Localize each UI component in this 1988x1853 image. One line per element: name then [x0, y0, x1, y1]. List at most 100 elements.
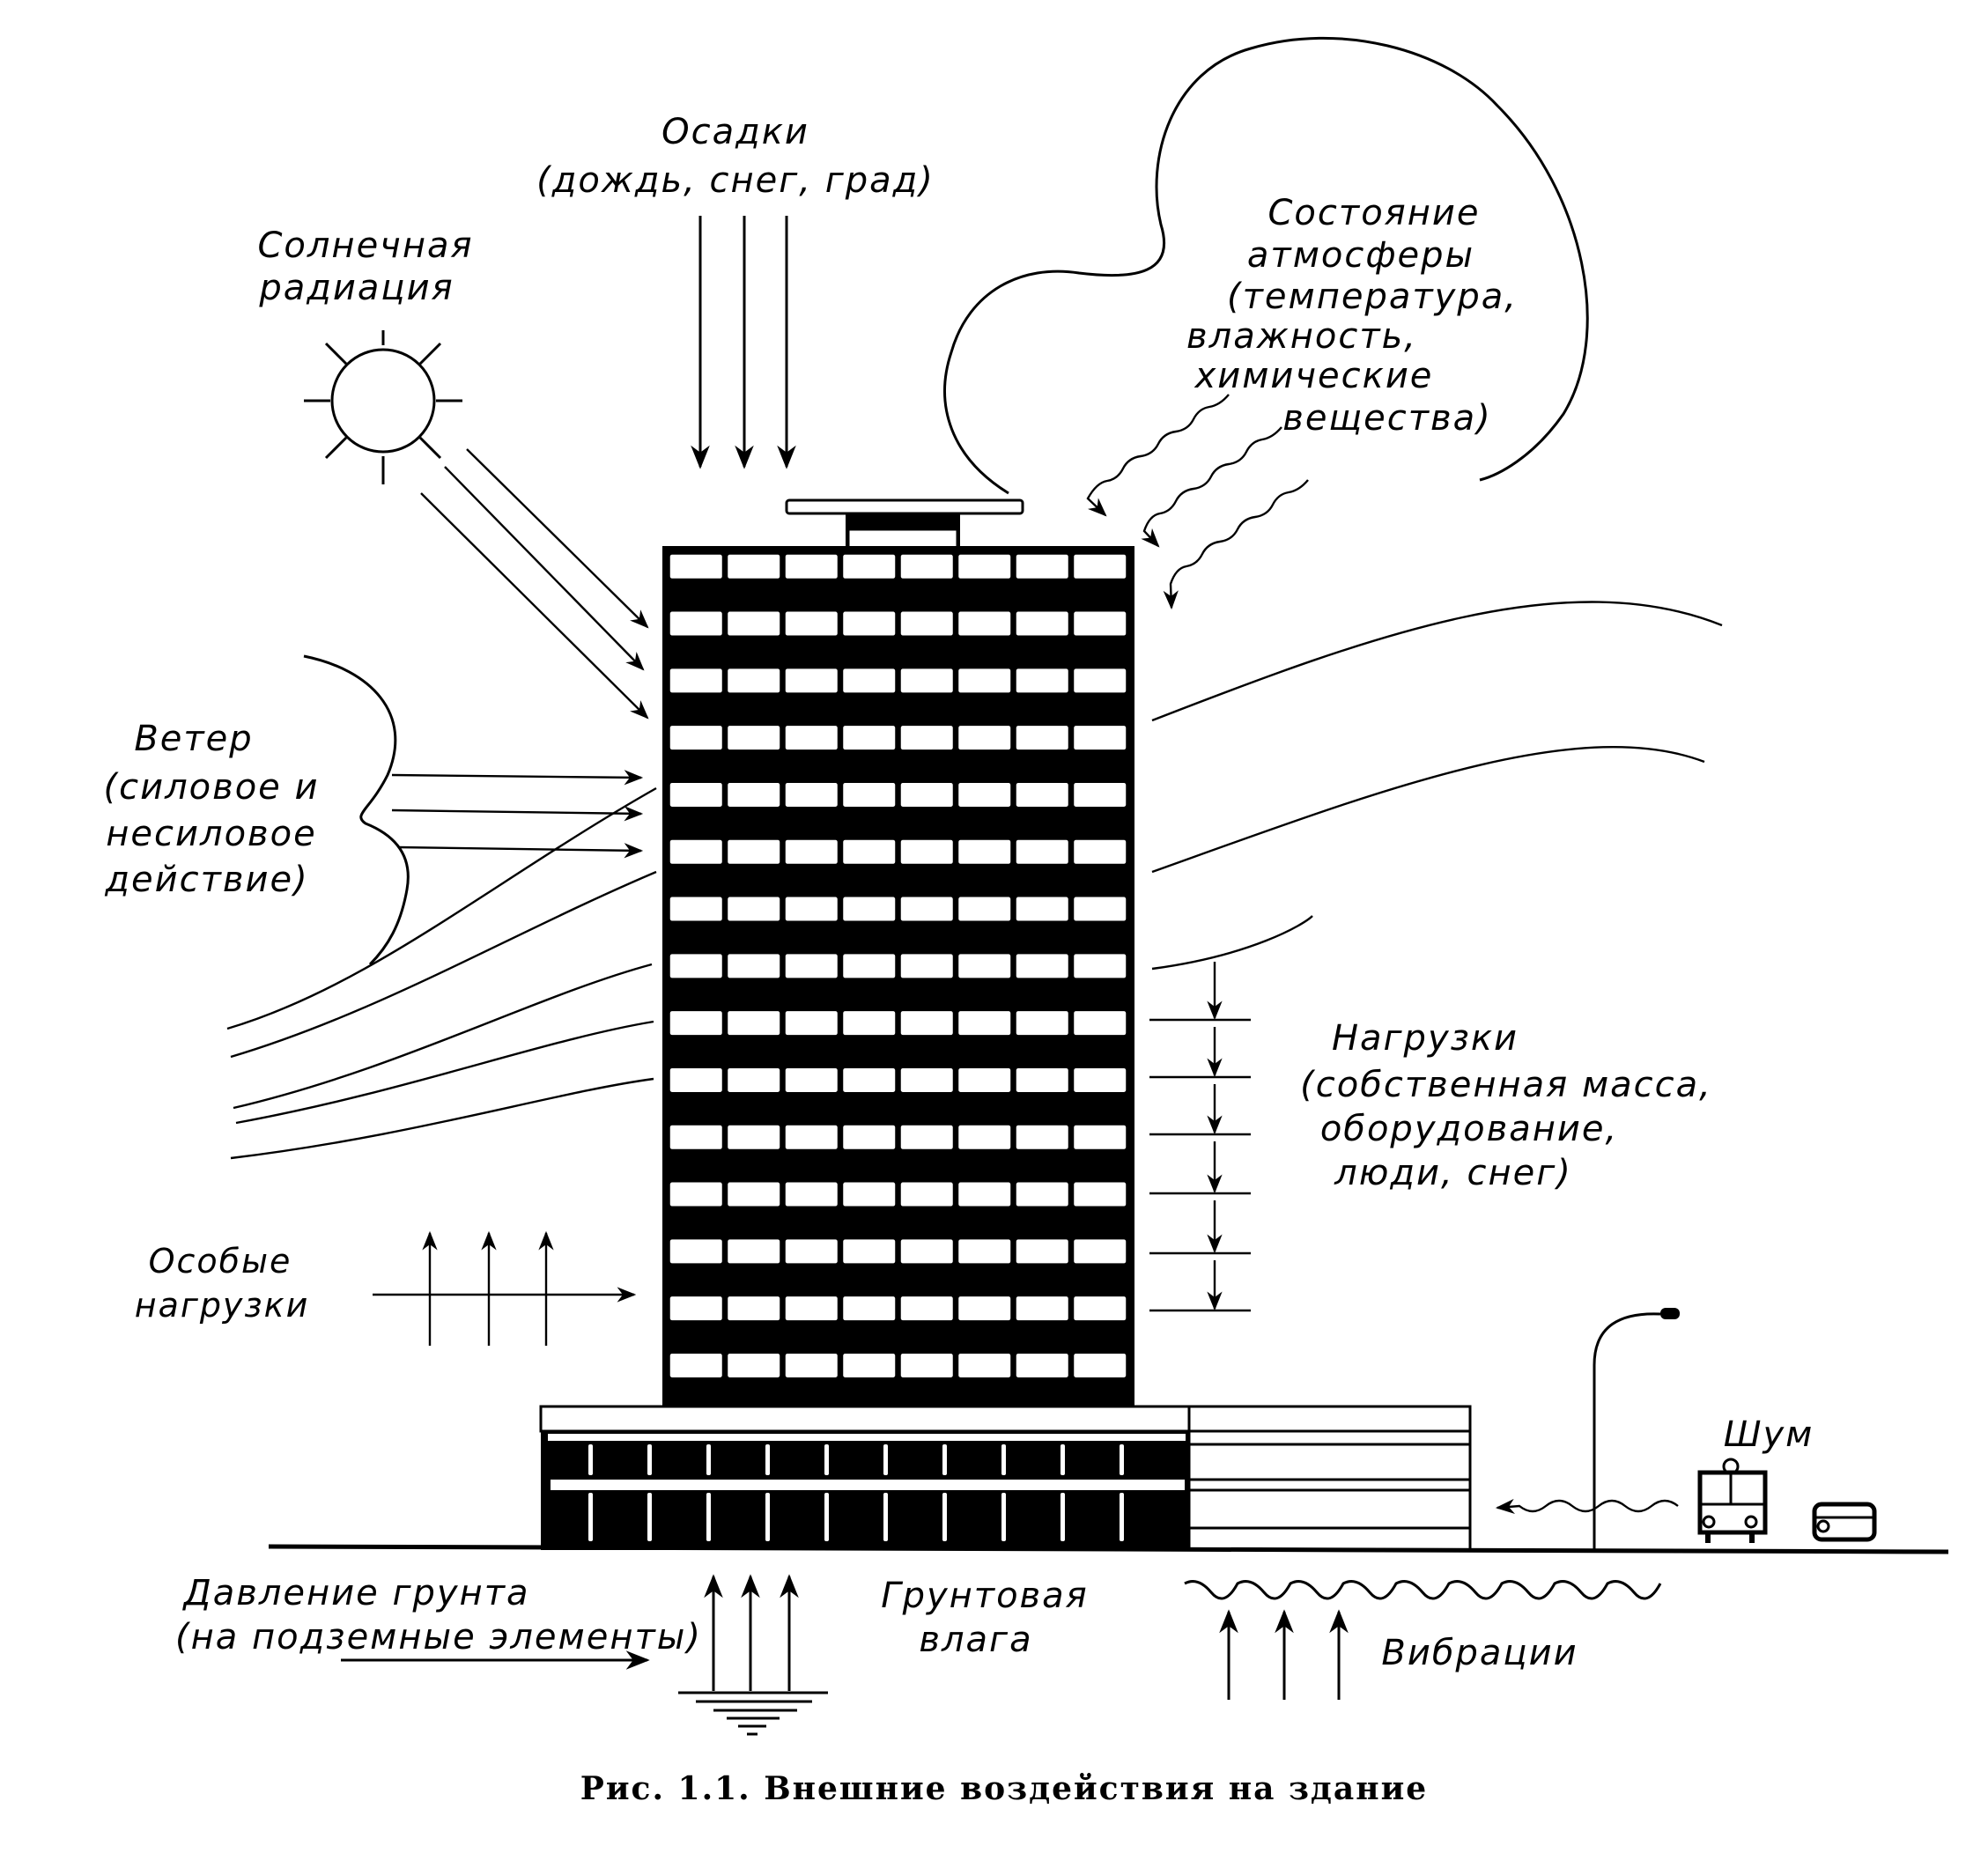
wind-streamlines [226, 601, 1723, 1160]
loads-line1: Нагрузки [1332, 1018, 1519, 1059]
tower-window [1015, 1352, 1070, 1379]
podium-mullion [647, 1444, 652, 1475]
noise-wave-arrow [1495, 1498, 1679, 1515]
tower-window [784, 724, 839, 751]
podium-mullions [548, 1434, 1186, 1541]
wind-line3: несиловое [106, 814, 316, 854]
tower-window [1072, 838, 1127, 866]
podium-mullion [588, 1493, 593, 1541]
wind-line1: Ветер [134, 719, 253, 759]
vibrations-group: Вибрации [1184, 1580, 1662, 1700]
tower-window [669, 667, 724, 694]
tower-window [1072, 1067, 1127, 1094]
wind-line2: (силовое и [104, 767, 320, 808]
solar-ray-arrows [420, 448, 649, 720]
tower-window [1015, 667, 1070, 694]
soil-pressure-line1: Давление грунта [181, 1573, 529, 1613]
tower-window [669, 724, 724, 751]
tower-window [1072, 1237, 1127, 1265]
tower-window [726, 1067, 781, 1094]
tower-window [841, 724, 897, 751]
tower-window [784, 838, 839, 866]
wind-line4: действие) [104, 860, 308, 900]
special-loads-line2: нагрузки [135, 1286, 310, 1325]
tower-window [1015, 553, 1070, 580]
tower-window [899, 781, 955, 808]
tower-window [899, 610, 955, 638]
tower-window [899, 1295, 955, 1322]
tower-window [1015, 838, 1070, 866]
podium-mullion [1001, 1444, 1006, 1475]
tower-window [841, 1067, 897, 1094]
tower-window [957, 896, 1012, 923]
street-lamp-icon [1593, 1308, 1680, 1550]
podium-mullion [942, 1493, 947, 1541]
tower-window [899, 1009, 955, 1037]
tower-window [899, 1124, 955, 1151]
podium-mullion [1120, 1493, 1124, 1541]
loads-group: Нагрузки (собственная масса, оборудовани… [1149, 962, 1712, 1312]
tower-window [1072, 1352, 1127, 1379]
tower-window [841, 553, 897, 580]
tower-window [841, 1237, 897, 1265]
tower-window [669, 1237, 724, 1265]
tower-window [957, 1352, 1012, 1379]
tower-window [1015, 610, 1070, 638]
tower-window [841, 1124, 897, 1151]
podium-mullion [647, 1493, 652, 1541]
tower-window [726, 1181, 781, 1208]
tower-window [1015, 1181, 1070, 1208]
wind-cloud-outline [303, 654, 410, 966]
tower-window [899, 1237, 955, 1265]
podium-mullion [1061, 1444, 1065, 1475]
tower-window [669, 781, 724, 808]
podium-mullion [883, 1493, 888, 1541]
tower-window [669, 1009, 724, 1037]
tower-window [669, 1352, 724, 1379]
tower-window [957, 724, 1012, 751]
tower-window [957, 1181, 1012, 1208]
tower-window [841, 952, 897, 979]
tower-window [669, 1181, 724, 1208]
tower-window [957, 781, 1012, 808]
tower-window [899, 952, 955, 979]
tower-window [1072, 896, 1127, 923]
tower-window [784, 667, 839, 694]
atmosphere-line3: (температура, [1227, 277, 1518, 317]
tower-window [899, 724, 955, 751]
figure-caption: Рис. 1.1. Внешние воздействия на здание [580, 1770, 1428, 1807]
tower-window [726, 896, 781, 923]
tower-window [899, 838, 955, 866]
tower-window [784, 1352, 839, 1379]
building-tower [662, 498, 1134, 1409]
tower-window [899, 1352, 955, 1379]
loads-line2: (собственная масса, [1300, 1065, 1712, 1105]
tower-window [957, 610, 1012, 638]
podium-mullion [706, 1444, 711, 1475]
groundwater-group: Грунтовая влага [678, 1574, 1087, 1736]
podium-mullion [706, 1493, 711, 1541]
podium-mullion [824, 1493, 829, 1541]
tower-window [841, 1352, 897, 1379]
soil-pressure-line2: (на подземные элементы) [175, 1617, 702, 1657]
trolleybus-icon [1697, 1458, 1768, 1543]
noise-label: Шум [1724, 1414, 1814, 1455]
tower-window [726, 838, 781, 866]
roof-canopy [785, 498, 1024, 515]
podium-mullion [824, 1444, 829, 1475]
tower-window [1072, 1295, 1127, 1322]
tower-window [1015, 724, 1070, 751]
precipitation-detail: (дождь, снег, град) [536, 160, 935, 201]
tower-window [784, 1237, 839, 1265]
sun-icon [304, 330, 462, 484]
soil-pressure-group: Давление грунта (на подземные элементы) [175, 1573, 702, 1670]
special-loads-line1: Особые [149, 1242, 292, 1281]
tower-window [957, 1124, 1012, 1151]
car-icon [1812, 1502, 1877, 1542]
tower-window [1015, 1237, 1070, 1265]
load-arrow-icon [1149, 962, 1251, 1312]
tower-window [1072, 724, 1127, 751]
tower-window [899, 553, 955, 580]
wind-arrows [391, 770, 644, 859]
